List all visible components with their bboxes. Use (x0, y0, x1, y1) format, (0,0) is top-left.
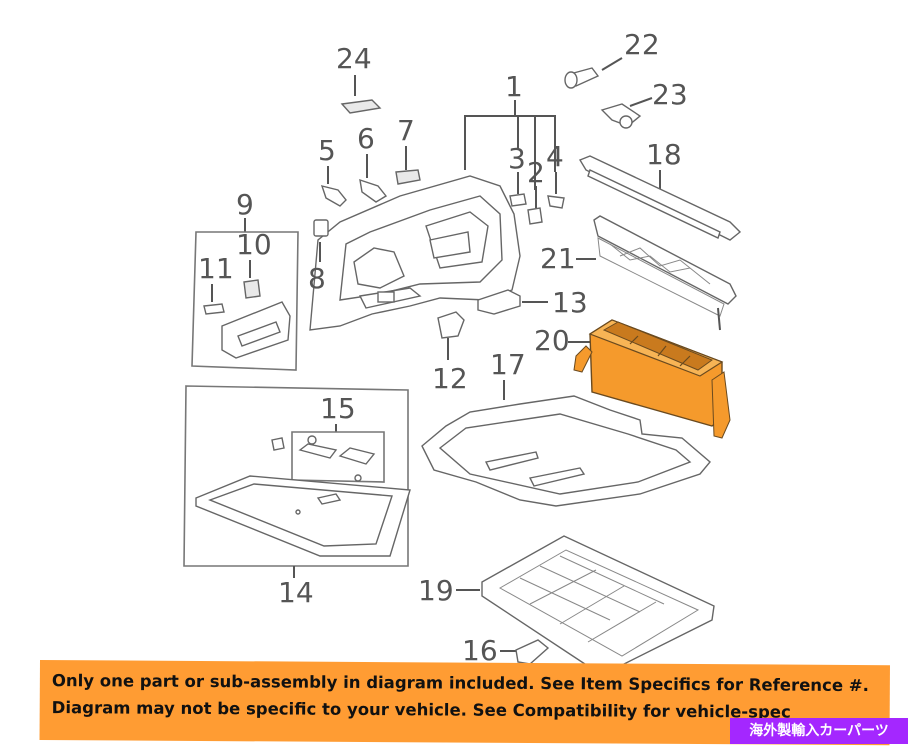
part-8: 8 (308, 219, 329, 295)
callout-7: 7 (397, 114, 415, 147)
callout-8: 8 (308, 262, 326, 295)
parts-2-3-4: 3 2 4 (508, 140, 565, 225)
part-12: 12 (432, 311, 468, 395)
part-14-box: 14 15 (183, 385, 411, 609)
callout-12: 12 (432, 362, 468, 395)
part-18-cargo-cover: 18 (578, 138, 742, 241)
part-24: 24 (336, 42, 382, 114)
part-20-cargo-organizer: 20 (534, 319, 731, 439)
callout-13: 13 (552, 286, 588, 319)
callout-16: 16 (462, 634, 498, 667)
part-21-cargo-net: 21 (540, 215, 737, 331)
part-13: 13 (477, 286, 588, 319)
callout-2: 2 (527, 156, 545, 189)
callout-19: 19 (418, 574, 454, 607)
import-parts-badge: 海外製輸入カーパーツ (730, 718, 908, 744)
callout-9: 9 (236, 188, 254, 221)
part-23: 23 (600, 78, 688, 129)
disclaimer-line-2: Diagram may not be specific to your vehi… (51, 698, 791, 722)
part-22: 22 (564, 28, 660, 89)
callout-11: 11 (198, 252, 234, 285)
part-5: 5 (318, 134, 347, 207)
part-1-trim-panel (309, 175, 521, 331)
callout-6: 6 (357, 122, 375, 155)
callout-5: 5 (318, 134, 336, 167)
part-16: 16 (462, 634, 550, 667)
callout-22: 22 (624, 28, 660, 61)
callout-20: 20 (534, 324, 570, 357)
part-9-box: 9 10 11 (191, 188, 299, 371)
callout-10: 10 (236, 228, 272, 261)
callout-14: 14 (278, 576, 314, 609)
callout-21: 21 (540, 242, 576, 275)
callout-18: 18 (646, 138, 682, 171)
part-7: 7 (395, 114, 421, 185)
callout-17: 17 (490, 348, 526, 381)
callout-3: 3 (508, 142, 526, 175)
part-6: 6 (357, 122, 388, 203)
part-17-floor: 17 (421, 348, 711, 507)
callout-23: 23 (652, 78, 688, 111)
leader-23 (629, 97, 653, 107)
callout-group-1: 1 (464, 70, 556, 190)
part-19-floor-net: 19 (418, 535, 715, 671)
callout-4: 4 (546, 140, 564, 173)
leader-22 (601, 57, 623, 71)
disclaimer-line-1: Only one part or sub-assembly in diagram… (51, 671, 869, 696)
callout-15: 15 (320, 392, 356, 425)
callout-1: 1 (505, 70, 523, 103)
callout-24: 24 (336, 42, 372, 75)
